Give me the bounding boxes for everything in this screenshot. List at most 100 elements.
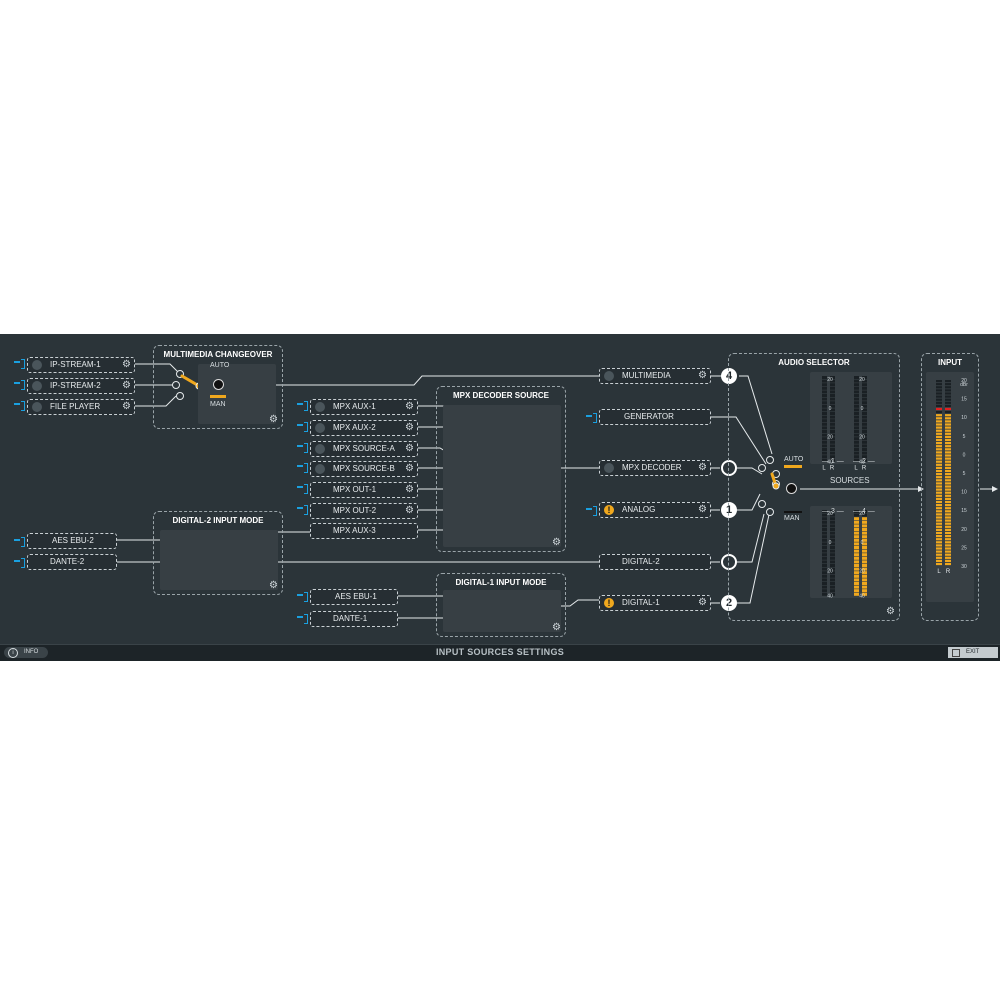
meter-segment: [854, 546, 859, 549]
gear-icon[interactable]: ⚙: [552, 537, 561, 548]
selector-mode-indicator[interactable]: [786, 483, 797, 494]
meter-segment: [945, 550, 951, 553]
meter-segment: [862, 408, 867, 412]
meter-segment: [862, 422, 867, 426]
man-label[interactable]: MAN: [784, 515, 800, 522]
meter-group-label: — 2 —: [853, 458, 875, 465]
input-dante-2[interactable]: DANTE-2: [27, 554, 117, 570]
meter-segment: [945, 423, 951, 426]
input-mpx-out-2[interactable]: MPX OUT-2 ⚙: [310, 503, 418, 519]
status-icon: [32, 381, 42, 391]
source-generator[interactable]: GENERATOR: [599, 409, 711, 425]
source-mpx-decoder[interactable]: MPX DECODER ⚙: [599, 460, 711, 476]
input-dante-1[interactable]: DANTE-1: [310, 611, 398, 627]
source-analog[interactable]: ANALOG ⚙: [599, 502, 711, 518]
meter-segment: [830, 538, 835, 542]
source-multimedia[interactable]: MULTIMEDIA ⚙: [599, 368, 711, 384]
gear-icon[interactable]: ⚙: [269, 580, 278, 591]
multimedia-changeover-group: MULTIMEDIA CHANGEOVER ⚙: [153, 345, 283, 429]
meter-segment: [945, 407, 951, 411]
meter-segment: [830, 437, 835, 441]
meter-segment: [862, 437, 867, 441]
input-aes-ebu-2[interactable]: AES EBU-2: [27, 533, 117, 549]
meter-segment: [945, 519, 951, 522]
meter-segment: [936, 435, 942, 438]
meter-segment: [822, 448, 827, 451]
meter-segment: [822, 535, 827, 539]
meter-segment: [936, 404, 942, 407]
meter-segment: [945, 553, 951, 556]
meter-segment: [822, 567, 827, 571]
gear-icon[interactable]: ⚙: [269, 414, 278, 425]
meter-segment: [862, 440, 867, 444]
gear-icon[interactable]: ⚙: [698, 597, 707, 608]
meter-segment: [945, 398, 951, 401]
gear-icon[interactable]: ⚙: [405, 443, 414, 454]
source-priority-slot[interactable]: [721, 460, 737, 476]
meter-segment: [936, 541, 942, 544]
input-icon: [586, 413, 597, 423]
gear-icon[interactable]: ⚙: [122, 359, 131, 370]
group-title: MPX DECODER SOURCE: [452, 391, 549, 400]
meter-segment: [830, 528, 835, 531]
meter-segment: [854, 560, 859, 564]
source-digital-1[interactable]: DIGITAL-1 ⚙: [599, 595, 711, 611]
meter-segment: [936, 417, 942, 420]
input-ip-stream-2[interactable]: IP-STREAM-2 ⚙: [27, 378, 135, 394]
input-mpx-source-a[interactable]: MPX SOURCE-A ⚙: [310, 441, 418, 457]
auto-label[interactable]: AUTO: [210, 362, 230, 369]
changeover-mode-indicator[interactable]: [213, 379, 224, 390]
meter-segment: [862, 433, 867, 437]
auto-label[interactable]: AUTO: [784, 456, 804, 463]
meter-segment: [936, 513, 942, 516]
meter-segment: [862, 430, 867, 433]
meter-segment: [945, 500, 951, 504]
channel-label: R: [830, 465, 835, 471]
input-aes-ebu-1[interactable]: AES EBU-1: [310, 589, 398, 605]
gear-icon[interactable]: ⚙: [405, 401, 414, 412]
gear-icon[interactable]: ⚙: [698, 504, 707, 515]
input-file-player[interactable]: FILE PLAYER ⚙: [27, 399, 135, 415]
input-mpx-out-1[interactable]: MPX OUT-1 ⚙: [310, 482, 418, 498]
meter-segment: [830, 585, 835, 589]
gear-icon[interactable]: ⚙: [405, 463, 414, 474]
meter-segment: [945, 435, 951, 438]
meter-scale-label: 10: [961, 415, 967, 421]
gear-icon[interactable]: ⚙: [405, 505, 414, 516]
source-digital-2[interactable]: DIGITAL-2: [599, 554, 711, 570]
exit-button[interactable]: EXIT: [948, 647, 998, 658]
gear-icon[interactable]: ⚙: [886, 606, 895, 617]
meter-segment: [862, 451, 867, 455]
gear-icon[interactable]: ⚙: [698, 370, 707, 381]
man-label[interactable]: MAN: [210, 401, 226, 408]
meter-scale-label: 20: [827, 569, 833, 575]
input-mpx-source-b[interactable]: MPX SOURCE-B ⚙: [310, 461, 418, 477]
info-button[interactable]: i INFO: [4, 647, 48, 658]
meter-segment: [830, 531, 835, 535]
input-ip-stream-1[interactable]: IP-STREAM-1 ⚙: [27, 357, 135, 373]
source-priority-slot[interactable]: [721, 554, 737, 570]
gear-icon[interactable]: ⚙: [552, 622, 561, 633]
meter-segment: [945, 473, 951, 476]
gear-icon[interactable]: ⚙: [698, 462, 707, 473]
meter-segment: [936, 562, 942, 566]
meter-segment: [945, 466, 951, 469]
meter-segment: [854, 510, 859, 513]
input-mpx-aux-3[interactable]: MPX AUX-3: [310, 523, 418, 539]
gear-icon[interactable]: ⚙: [122, 401, 131, 412]
meter-segment: [945, 559, 951, 562]
meter-scale-label: 15: [961, 508, 967, 514]
meter-scale-label: 0: [861, 540, 864, 546]
meter-segment: [945, 476, 951, 479]
input-mpx-aux-1[interactable]: MPX AUX-1 ⚙: [310, 399, 418, 415]
meter-segment: [862, 397, 867, 401]
gear-icon[interactable]: ⚙: [405, 484, 414, 495]
meter-segment: [936, 485, 942, 488]
gear-icon[interactable]: ⚙: [122, 380, 131, 391]
input-mpx-aux-2[interactable]: MPX AUX-2 ⚙: [310, 420, 418, 436]
meter-segment: [936, 445, 942, 448]
gear-icon[interactable]: ⚙: [405, 422, 414, 433]
warning-icon: [604, 503, 614, 517]
meter-segment: [854, 574, 859, 578]
